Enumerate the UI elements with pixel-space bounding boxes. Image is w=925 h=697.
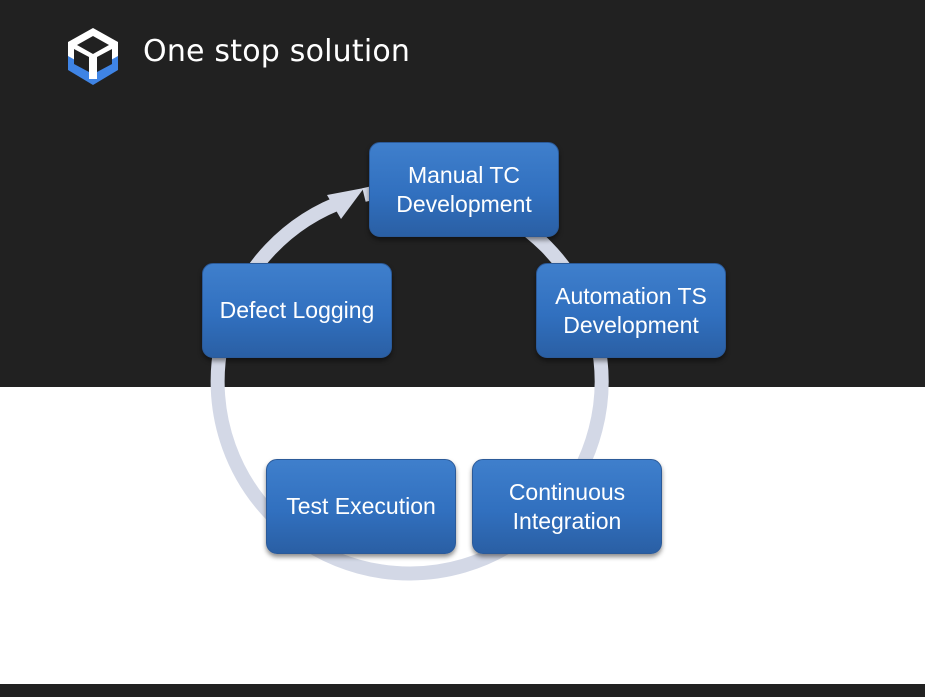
cube-logo-icon [68, 28, 118, 85]
cycle-step-manual-tc-development: Manual TC Development [369, 142, 559, 237]
cycle-step-defect-logging: Defect Logging [202, 263, 392, 358]
cycle-step-label: Test Execution [286, 493, 436, 519]
footer-bar [0, 684, 925, 697]
cycle-step-continuous-integration: Continuous Integration [472, 459, 662, 554]
cycle-step-automation-ts-development: Automation TS Development [536, 263, 726, 358]
cycle-step-label: Automation TS Development [555, 282, 707, 338]
cycle-step-test-execution: Test Execution [266, 459, 456, 554]
cycle-step-label: Defect Logging [219, 297, 375, 323]
cycle-step-label: Manual TC Development [396, 161, 532, 217]
cycle-step-label: Continuous Integration [508, 478, 626, 534]
page-title: One stop solution [143, 34, 411, 69]
